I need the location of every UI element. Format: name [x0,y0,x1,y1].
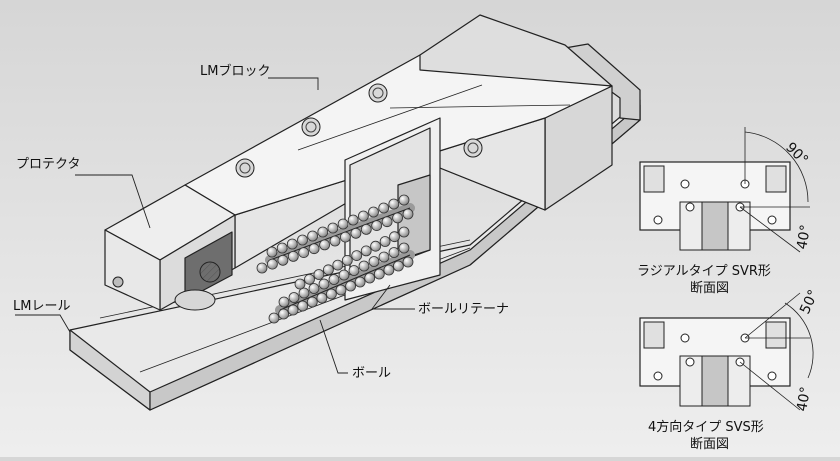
ball [381,216,393,228]
balls [256,194,414,324]
ball [402,208,414,220]
ball [358,260,370,272]
ball [383,264,395,276]
ball [266,258,278,270]
ball [325,288,337,300]
ball [308,283,320,294]
ball [351,250,363,262]
ball [316,292,328,304]
ball [307,230,319,242]
ball [318,278,330,290]
ball [371,220,383,232]
ball [317,226,329,238]
ball [364,272,376,284]
ball [294,278,306,290]
section-title-svs: 4方向タイプ SVS形 [648,419,764,435]
ball [360,245,372,257]
ball [368,206,379,218]
ball [338,269,350,281]
ball [277,254,289,266]
ball [335,284,347,296]
ball [378,251,390,263]
ball [388,198,400,210]
ball [370,240,382,252]
ball [268,312,280,324]
ball [332,259,344,271]
section-view-svr: 90° 40° ラジアルタイプ SVR形 断面図 [637,127,814,296]
ball [278,296,290,308]
ball [341,254,353,266]
ball [398,194,410,206]
protector [104,184,236,311]
label-ball: ボール [352,366,391,381]
ball [278,308,290,320]
angle-top-svs: 50° [797,287,822,316]
ball [329,235,341,247]
ball [308,243,320,255]
ball [339,231,351,243]
ball [392,212,404,224]
ball [276,242,288,254]
ball [398,242,410,254]
ball [348,265,360,276]
ball [345,280,357,292]
ball [357,210,369,222]
ball [347,214,359,226]
ball [287,250,299,262]
ball [288,292,300,303]
ball [319,239,331,251]
ball [337,218,349,230]
ball [373,268,385,280]
ball [297,234,308,246]
ball [298,287,310,299]
mounting-holes [235,83,483,178]
label-lm-block: LMブロック [200,63,270,79]
ball [402,256,414,268]
ball [256,262,268,274]
ball [360,223,372,235]
ball [327,222,339,234]
label-lm-rail: LMレール [13,299,70,314]
ball [388,247,400,258]
section-subtitle-svs: 断面図 [690,437,729,452]
ball [297,300,309,312]
ball [350,227,362,239]
ball [398,226,410,238]
angle-bottom-svr: 40° [794,223,814,250]
ball [304,273,315,285]
ball [392,260,404,272]
ball [322,264,334,276]
ball [313,269,325,280]
ball [306,296,318,308]
ball [266,246,278,258]
leader-lines [15,77,415,374]
label-protector: プロテクタ [16,157,80,172]
ball [286,238,298,250]
angle-bottom-svs: 40° [794,385,814,412]
section-view-svs: 50° 40° 4方向タイプ SVS形 断面図 [639,287,822,452]
label-ball-retainer: ボールリテーナ [418,302,509,317]
section-title-svr: ラジアルタイプ SVR形 [637,264,771,279]
ball [389,231,400,243]
ball [328,274,340,285]
ball [298,247,310,259]
ball [287,304,299,316]
section-subtitle-svr: 断面図 [690,281,729,296]
ball [379,236,391,247]
ball [354,276,366,288]
ball [378,202,390,214]
ball [368,256,380,267]
